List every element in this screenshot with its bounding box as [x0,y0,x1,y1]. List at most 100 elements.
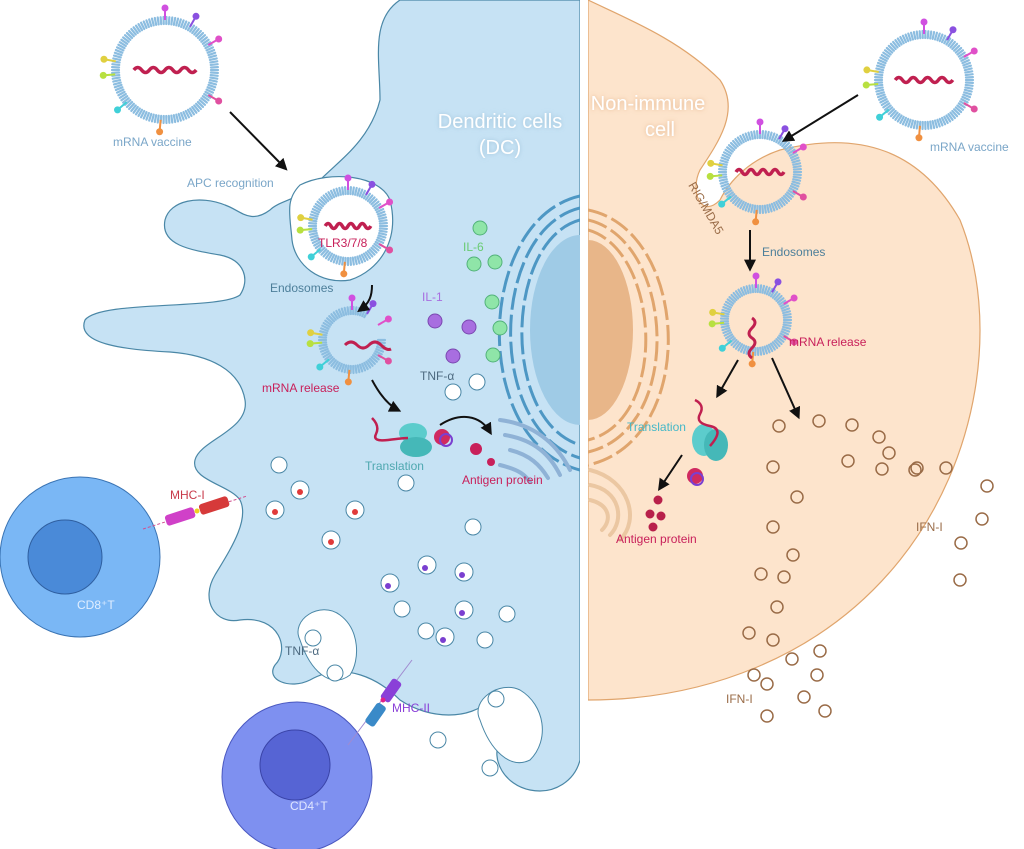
mhc2-vesicle [435,627,455,647]
mhc2-vesicle [417,555,437,575]
antigen-protein-left [470,443,495,466]
ifn-i-particle [818,704,832,718]
peptide-dot [440,637,446,643]
non-immune-title-line1: Non-immune [591,93,705,115]
mrna-strand [323,221,373,231]
arrow-to-golgi-right [658,454,683,491]
mhc2-vesicle [454,600,474,620]
arrow-to-apc [229,111,288,171]
vaccine-right-label: mRNA vaccine [930,140,1009,154]
arrow-to-translation [371,379,402,412]
ifn-i-particle [766,633,780,647]
ifn-i-particle [772,419,786,433]
peptide-dot [459,572,465,578]
mhc2-vesicle [454,562,474,582]
il1-cytokine [461,319,477,335]
il6-cytokine [472,220,488,236]
il6-cytokine [487,254,503,270]
endosomes-left-label: Endosomes [270,281,333,295]
ifn-i-particle [790,490,804,504]
peptide-dot [297,489,303,495]
cd8-t-cell [0,476,161,638]
il1-label: IL-1 [422,290,443,304]
mrna-strand [747,316,757,360]
ifn-i-particle [910,461,924,475]
ifn-i-particle [786,548,800,562]
ifn-i-particle [766,460,780,474]
cd4-label: CD4⁺T [290,799,328,813]
non-immune-golgi [588,468,632,542]
mrna-strand [343,340,392,351]
arrow-to-release [357,284,373,313]
il6-cytokine [485,347,501,363]
mhc1-label: MHC-I [170,488,205,502]
peptide-dot [328,539,334,545]
ifn-i-particle [797,690,811,704]
mhc1-complex [142,495,248,530]
translation-left-label: Translation [365,459,424,473]
arrow-to-golgi [439,416,492,436]
ifn-i-particle [754,567,768,581]
ifn-i-particle [875,462,889,476]
ifn-i-particle [742,626,756,640]
ifn-i-particle [747,668,761,682]
peptide-dot [422,565,428,571]
dc-nucleus [530,235,580,425]
il6-cytokine [492,320,508,336]
tnf-alpha-vesicle [304,629,322,647]
tnf-alpha-vesicle [498,605,516,623]
dc-title-line2: (DC) [479,137,521,159]
ifn-i-particle [785,652,799,666]
tnf-alpha-vesicle [429,731,447,749]
dc-title-line1: Dendritic cells [438,111,562,133]
ifn-i-particle [939,461,953,475]
ifn-i-particle [813,644,827,658]
apc-recognition-label: APC recognition [187,176,274,190]
tnf-alpha-vesicle [481,759,499,777]
ifn-i-particle [770,600,784,614]
ifn-i-particle [766,520,780,534]
peptide-dot [272,509,278,515]
membrane-pocket [297,609,358,681]
ifn-i-particle [810,668,824,682]
mrna-vaccine-right [862,18,978,142]
tnf-alpha-vesicle [393,600,411,618]
ifn-i-particle [975,512,989,526]
tnf-alpha-vesicle [468,373,486,391]
tnf-alpha-vesicle [487,690,505,708]
dendritic-cell-membrane [83,0,580,792]
arrow-to-translation-right [716,359,739,399]
vaccine-left-label: mRNA vaccine [113,135,192,149]
cd4-t-cell [221,701,373,849]
peptide-dot [459,610,465,616]
peptide-dot [352,509,358,515]
il1-cytokine [427,313,443,329]
arrow-to-ifn [771,357,801,420]
ifn-i-particle [908,463,922,477]
tnf-alpha-top-label: TNF-α [420,369,454,383]
non-immune-title-line2: cell [645,119,675,141]
mrna-strand [132,65,198,75]
non-immune-er [588,208,670,467]
il6-cytokine [466,256,482,272]
endosomes-right-label: Endosomes [762,245,825,259]
tnf-alpha-vesicle [270,456,288,474]
ifn-bottom-label: IFN-I [726,692,753,706]
mhc2-complex [347,659,413,746]
non-immune-nucleus [588,240,633,420]
ribosome-left [371,417,453,457]
ifn-i-particle [953,573,967,587]
peptide-dot [385,583,391,589]
ifn-i-particle [872,430,886,444]
ifn-i-particle [841,454,855,468]
ifn-right-label: IFN-I [916,520,943,534]
non-immune-cell [588,0,981,701]
tnf-alpha-vesicle [476,631,494,649]
ifn-i-particle [954,536,968,550]
translation-right-label: Translation [627,420,686,434]
ifn-i-particle [760,677,774,691]
endosome-vaccine-right [706,118,807,226]
mrna-vaccine-left [99,4,223,136]
ifn-i-particle [760,709,774,723]
